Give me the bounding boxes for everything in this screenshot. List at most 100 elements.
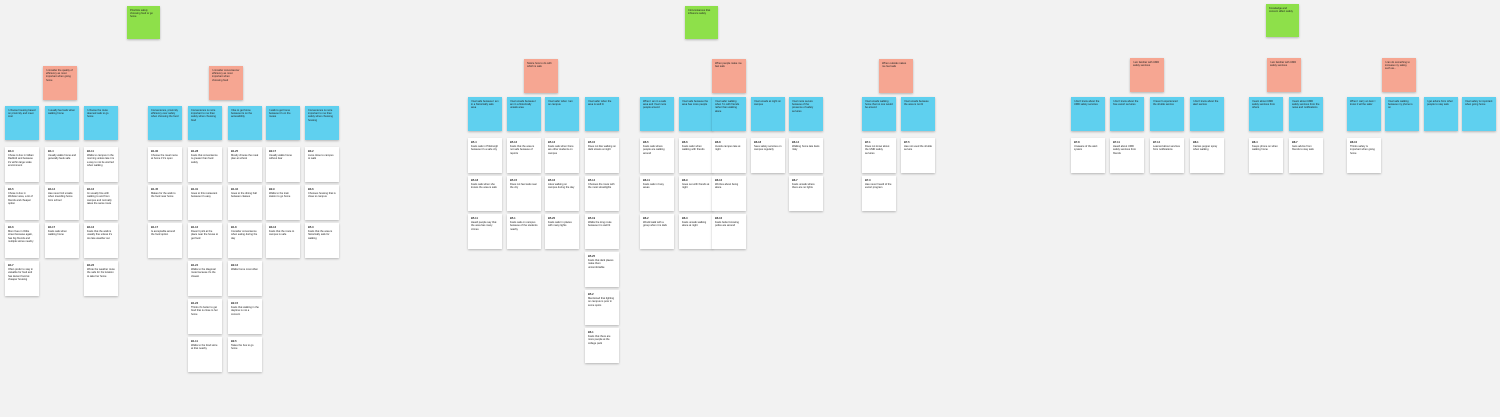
cluster-note[interactable]: I learn about UMD safety services from t… [1289,97,1323,131]
cluster-note[interactable]: When I carry an item I know it will be s… [1347,97,1381,131]
insight-note[interactable]: When people make me feel safe [712,59,746,93]
cluster-note[interactable]: I feel safer when I am on campus [545,97,579,131]
insight-note[interactable]: When outside makes me feel safe [879,59,913,93]
cluster-note[interactable]: I get advice from other people to stay s… [1424,97,1458,131]
cluster-note[interactable]: Convenience is more important to me than… [188,106,222,140]
cluster-note[interactable]: Convenience is more important to me than… [305,106,339,140]
insight-note[interactable]: I can do something to increase my safety… [1382,58,1416,92]
cluster-note[interactable]: I haven't experienced the shuttle servic… [1150,97,1184,131]
cluster-note[interactable]: I walk to get home because it's on the r… [266,106,300,140]
cluster-note[interactable]: Convenience, proximity efficiency over s… [148,106,182,140]
cluster-note[interactable]: I feel more secure because of the presen… [789,97,823,131]
cluster-note[interactable]: I feel unsafe at night on campus [751,97,785,131]
cluster-note[interactable]: I feel safer when the area is well lit [585,97,619,131]
cluster-note[interactable]: I feel safe because I am in a historical… [468,97,502,131]
insight-note[interactable]: I consider the quality of efficiency as … [43,66,77,100]
cluster-note[interactable]: I learn about UMD safety services from o… [1249,97,1283,131]
insight-note[interactable]: I consider convenience/ efficiency as mo… [209,66,243,100]
cluster-note[interactable]: I feel unsafe because I am in a historic… [507,97,541,131]
cluster-note[interactable]: I choose the route deemed safe to go hom… [84,106,118,140]
cluster-note[interactable]: I don't know about the alert service [1190,97,1224,131]
insight-note[interactable]: I am familiar with UMD safety services [1267,58,1301,92]
cluster-note[interactable]: I feel safe because the area has more pe… [679,97,713,131]
cluster-note[interactable]: When I am in a safe area and I feel more… [640,97,674,131]
cluster-note[interactable]: I feel safer walking when I'm with frien… [712,97,746,131]
cluster-note[interactable]: I feel unsafe because the area is not li… [901,97,935,131]
cluster-note[interactable]: I feel safety is important when going ho… [1462,97,1496,131]
theme-note[interactable]: Circumstances that influence safety [685,6,718,39]
insight-note[interactable]: Notice how to do with which is safe [524,59,558,93]
theme-note[interactable]: Knowledge and concern affect safety [1266,4,1299,37]
insight-note[interactable]: I am familiar with UMD safety services [1130,58,1164,92]
cluster-note[interactable]: I feel safe walking because my phone is … [1385,97,1419,131]
cluster-note[interactable]: I feel unsafe walking home that no one w… [862,97,896,131]
cluster-note[interactable]: I don't know about the free escort servi… [1110,97,1144,131]
cluster-note[interactable]: I like to get home because its on the ac… [228,106,262,140]
cluster-note[interactable]: I usually feel safe when walking home [45,106,79,140]
cluster-note[interactable]: I don't know about the UMD safety servic… [1071,97,1105,131]
